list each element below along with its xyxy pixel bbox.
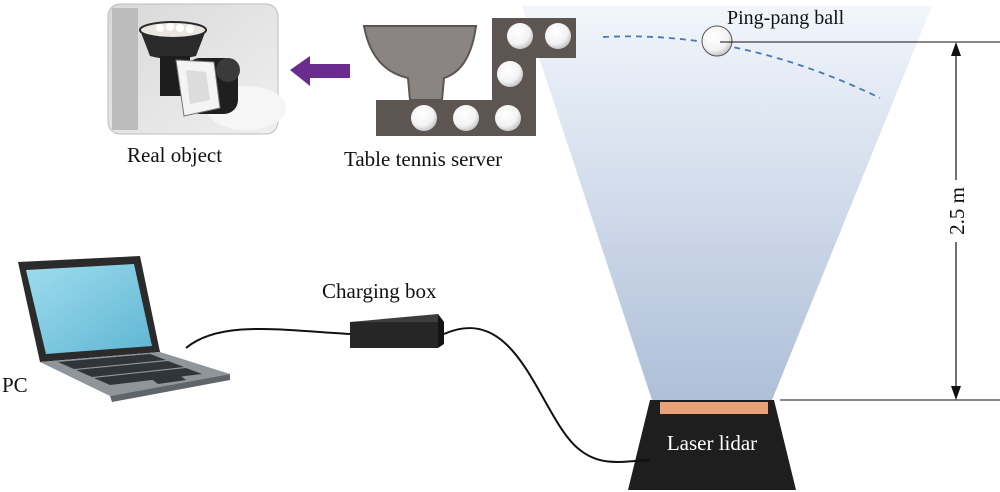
pc-label: PC (2, 373, 28, 397)
ping-pong-ball-label: Ping-pang ball (727, 7, 845, 29)
laser-lidar-icon (628, 400, 796, 490)
real-object-label: Real object (127, 143, 222, 167)
table-tennis-server-label: Table tennis server (344, 147, 502, 171)
charging-box-label: Charging box (322, 279, 437, 303)
ball-trajectory (602, 35, 881, 99)
charging-box-icon (350, 314, 444, 348)
laptop-icon (18, 256, 230, 402)
distance-label: 2.5 m (945, 187, 969, 235)
arrow-to-real-object-icon (290, 56, 350, 86)
laser-beam-cone (522, 6, 932, 400)
real-object-photo (107, 3, 286, 135)
cable-pc-to-charging-box (185, 328, 351, 349)
laser-lidar-label: Laser lidar (667, 431, 757, 455)
table-tennis-server-icon (362, 18, 576, 136)
ping-pong-ball-icon (701, 25, 733, 57)
cable-charging-box-to-lidar (443, 326, 651, 463)
distance-indicator (720, 41, 1000, 401)
